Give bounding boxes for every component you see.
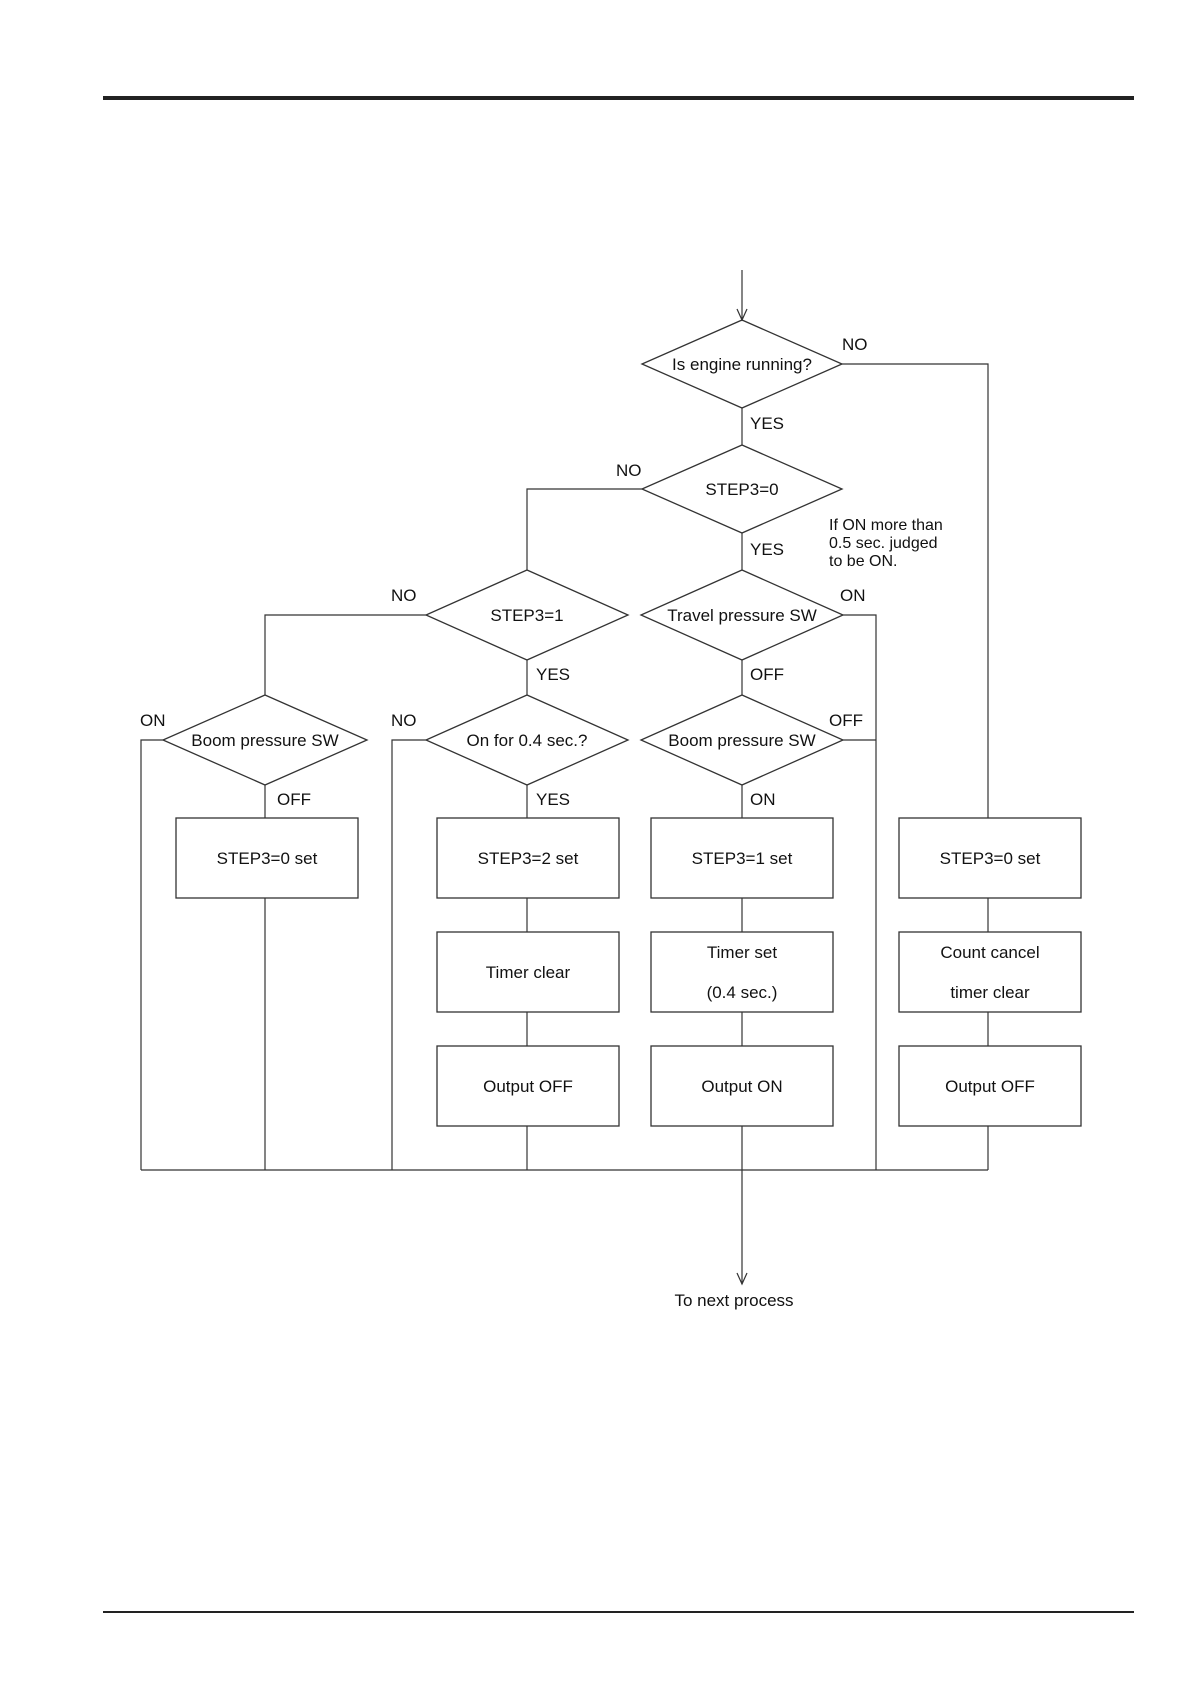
note-line-3: to be ON. (829, 553, 897, 570)
branch-label-travel_on: ON (840, 586, 866, 605)
process-label-b_out: Output OFF (483, 1077, 573, 1096)
branch-label-boomleft_off: OFF (277, 790, 311, 809)
process-box-b_set (436, 817, 620, 899)
branch-label-travel_off: OFF (750, 665, 784, 684)
branch-label-step30_yes: YES (750, 540, 784, 559)
process-label-d_set: STEP3=0 set (940, 849, 1041, 868)
process-label-b_timer: Timer clear (486, 963, 571, 982)
decision-label-step31: STEP3=1 (490, 606, 563, 625)
travel-on-line (843, 614, 877, 1170)
process-label-d_timer-2: timer clear (950, 983, 1030, 1002)
branch-label-boommid_off: OFF (829, 711, 863, 730)
process-label-b_set: STEP3=2 set (478, 849, 579, 868)
branch-label-step31_yes: YES (536, 665, 570, 684)
branch-label-step30_no: NO (616, 461, 642, 480)
entry-arrow (736, 308, 748, 322)
on04-no-line (391, 739, 426, 1170)
process-box-d_out (898, 1045, 1082, 1127)
process-label-d_out: Output OFF (945, 1077, 1035, 1096)
branch-label-engine_no: NO (842, 335, 868, 354)
process-label-a_set: STEP3=0 set (217, 849, 318, 868)
decision-label-engine: Is engine running? (672, 355, 812, 374)
process-box-d_timer (898, 931, 1082, 1013)
process-box-c_out (650, 1045, 834, 1127)
exit-arrow (736, 1272, 748, 1286)
process-label-c_set: STEP3=1 set (692, 849, 793, 868)
branch-label-on04_yes: YES (536, 790, 570, 809)
step31-no-line (264, 614, 426, 695)
header-rule (103, 96, 1134, 100)
decision-label-travel: Travel pressure SW (667, 606, 817, 625)
process-box-a_set (175, 817, 359, 899)
process-box-d_set (898, 817, 1082, 899)
note-line-2: 0.5 sec. judged (829, 535, 938, 552)
process-box-b_timer (436, 931, 620, 1013)
decision-label-on04: On for 0.4 sec.? (467, 731, 588, 750)
boomleft-on-line (140, 739, 163, 1170)
step30-no-line (526, 488, 642, 570)
decision-label-boom_left: Boom pressure SW (191, 731, 338, 750)
decision-label-boom_mid: Boom pressure SW (668, 731, 815, 750)
branch-label-on04_no: NO (391, 711, 417, 730)
decision-label-step30: STEP3=0 (705, 480, 778, 499)
note-line-1: If ON more than (829, 517, 943, 534)
process-label-c_out: Output ON (701, 1077, 782, 1096)
branch-label-boommid_on: ON (750, 790, 776, 809)
process-label-d_timer-1: Count cancel (940, 943, 1039, 962)
process-label-c_timer-1: Timer set (707, 943, 777, 962)
branch-label-step31_no: NO (391, 586, 417, 605)
exit-label: To next process (674, 1291, 793, 1310)
process-label-c_timer-2: (0.4 sec.) (707, 983, 778, 1002)
process-box-b_out (436, 1045, 620, 1127)
branch-label-boomleft_on: ON (140, 711, 166, 730)
branch-label-engine_yes: YES (750, 414, 784, 433)
footer-rule (103, 1611, 1134, 1613)
engine-no-line (842, 363, 989, 818)
